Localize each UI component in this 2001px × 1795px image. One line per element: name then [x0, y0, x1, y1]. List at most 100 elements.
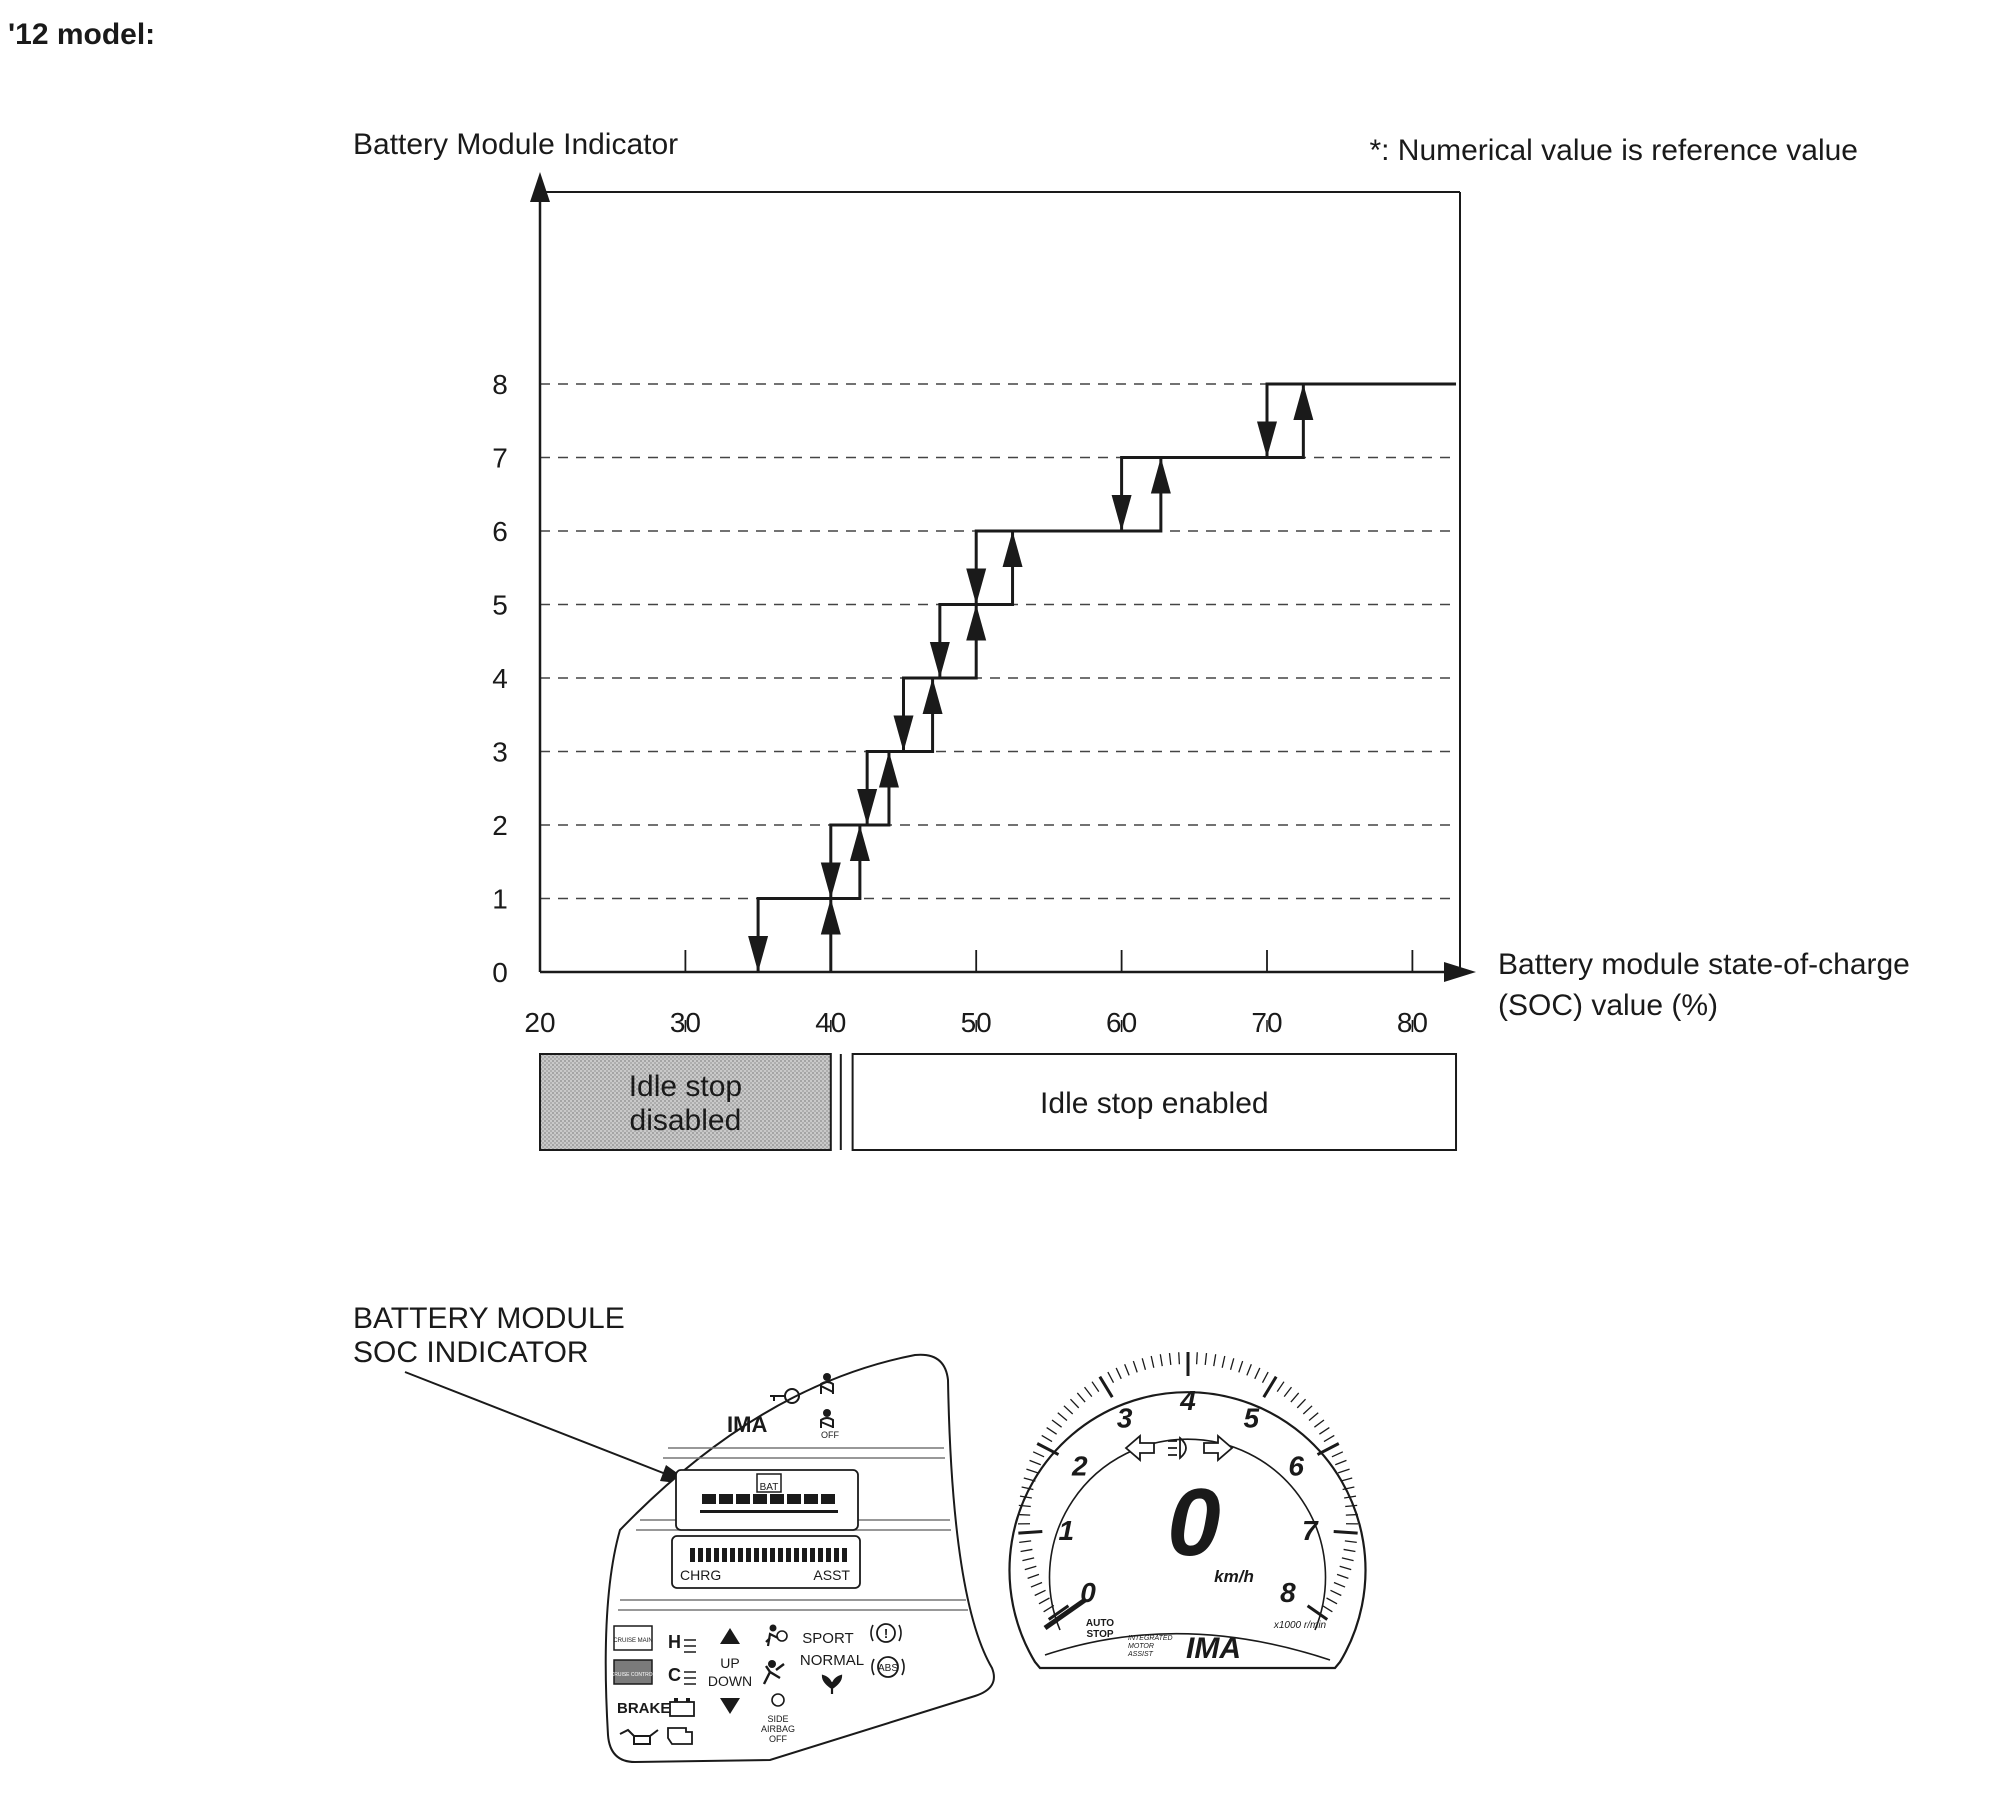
tach-tick	[1022, 1557, 1035, 1562]
y-tick-label: 5	[492, 590, 508, 621]
tach-tick	[1306, 1604, 1329, 1621]
tach-tick	[1069, 1398, 1080, 1409]
rpm-unit: x1000 r/min	[1273, 1620, 1327, 1631]
series-line-increasing	[829, 384, 1305, 972]
ima-line-1: INTEGRATED	[1128, 1635, 1173, 1642]
tach-tick	[1021, 1486, 1034, 1491]
charge-assist-segment	[738, 1548, 743, 1562]
charge-assist-segment	[786, 1548, 791, 1562]
callout-leader	[404, 1371, 677, 1479]
key-icon	[770, 1388, 800, 1404]
tach-tick	[1027, 1573, 1040, 1580]
tach-numeral: 6	[1288, 1451, 1304, 1482]
tach-tick	[1308, 1412, 1319, 1421]
tach-tick	[1030, 1581, 1043, 1588]
tach-tick	[1296, 1398, 1307, 1409]
tach-tick	[1333, 1530, 1358, 1535]
tach-numeral: 7	[1302, 1515, 1319, 1546]
charge-assist-segment	[746, 1548, 751, 1562]
transition-arrow-down	[893, 715, 914, 752]
charge-assist-segment	[722, 1548, 727, 1562]
left-turn-arrow-icon	[1124, 1434, 1155, 1462]
charge-assist-segment	[714, 1548, 719, 1562]
tach-tick	[1344, 1495, 1357, 1499]
y-tick-label: 7	[492, 443, 508, 474]
callout-line-2: SOC INDICATOR	[353, 1336, 589, 1369]
zone-label: disabled	[630, 1104, 742, 1137]
transition-arrow-down	[966, 568, 987, 605]
charge-assist-segment	[698, 1548, 703, 1562]
soc-segment	[702, 1494, 716, 1504]
side-airbag-label-2: AIRBAG	[761, 1724, 795, 1734]
grid-lines	[540, 383, 1457, 900]
tach-tick	[1115, 1367, 1122, 1380]
tach-tick	[1254, 1367, 1261, 1380]
tach-numeral: 2	[1071, 1451, 1088, 1482]
y-tick-label: 4	[492, 663, 508, 694]
transition-arrow-up	[878, 751, 899, 788]
speed-readout: 0	[1167, 1469, 1220, 1576]
cruise-main-label: CRUISE MAIN	[613, 1638, 652, 1644]
charge-assist-segment	[834, 1548, 839, 1562]
tach-tick	[1057, 1412, 1068, 1421]
x-tick-label: 80	[1397, 1007, 1428, 1038]
temp-icon	[684, 1671, 696, 1685]
tach-tick	[1333, 1581, 1346, 1588]
charge-assist-segment	[818, 1548, 823, 1562]
cold-temp-label: C	[668, 1665, 681, 1685]
tach-tick	[1132, 1360, 1138, 1373]
tach-tick	[1150, 1355, 1155, 1368]
tach-numeral: 3	[1117, 1403, 1133, 1434]
soc-segment	[787, 1494, 801, 1504]
ima-line-2: MOTOR	[1128, 1643, 1154, 1650]
panel-trim-line	[618, 1599, 968, 1611]
tach-tick	[1344, 1540, 1357, 1543]
tach-tick	[1098, 1375, 1114, 1398]
charge-assist-segment	[706, 1548, 711, 1562]
tach-tick	[1041, 1434, 1053, 1443]
tach-tick	[1023, 1477, 1036, 1482]
tach-tick	[1340, 1477, 1353, 1482]
charge-assist-segment	[802, 1548, 807, 1562]
transition-arrow-up	[922, 678, 943, 714]
transition-arrow-down	[1111, 495, 1132, 531]
tach-tick	[1261, 1371, 1269, 1383]
abs-icon: ABS	[871, 1656, 905, 1678]
ima-line-3: ASSIST	[1127, 1651, 1154, 1658]
side-airbag-label-1: SIDE	[767, 1714, 788, 1724]
seatbelt-off-icon: OFF	[820, 1409, 839, 1440]
transition-arrow-down	[748, 936, 769, 972]
transition-arrow-up	[1293, 384, 1314, 420]
tach-tick	[1091, 1381, 1100, 1392]
soc-segment	[821, 1494, 835, 1504]
tach-tick	[1343, 1548, 1356, 1553]
tach-tick	[1290, 1392, 1300, 1403]
charge-assist-segment	[842, 1548, 847, 1562]
y-tick-label: 3	[492, 737, 508, 768]
cluster-left-panel: IMA OFF BAT CHRG ASST CRUISE MAIN H UP S…	[604, 1353, 995, 1764]
y-tick-label: 0	[492, 957, 508, 988]
tach-tick	[1018, 1513, 1031, 1516]
tach-tick	[1019, 1540, 1032, 1543]
tach-tick	[1141, 1358, 1147, 1371]
side-airbag-label-3: OFF	[769, 1734, 787, 1744]
tach-tick	[1342, 1486, 1355, 1491]
reference-note: *: Numerical value is reference value	[1369, 134, 1858, 167]
tach-tick	[1238, 1360, 1244, 1373]
charge-assist-segment	[730, 1548, 735, 1562]
tach-tick	[1047, 1604, 1070, 1621]
idle-stop-disabled-zone	[539, 1053, 832, 1151]
tachometer-tick-marks	[1018, 1352, 1358, 1621]
tach-tick	[1336, 1573, 1349, 1580]
tach-tick	[1036, 1442, 1060, 1456]
asst-label: ASST	[813, 1567, 850, 1583]
y-tick-label: 6	[492, 516, 508, 547]
abs-label: ABS	[878, 1663, 898, 1674]
auto-stop-label-1: AUTO	[1086, 1618, 1114, 1629]
soc-segment	[770, 1494, 784, 1504]
brake-warning-icon: !	[870, 1623, 902, 1643]
soc-segment	[804, 1494, 818, 1504]
tach-numeral: 5	[1244, 1403, 1260, 1434]
